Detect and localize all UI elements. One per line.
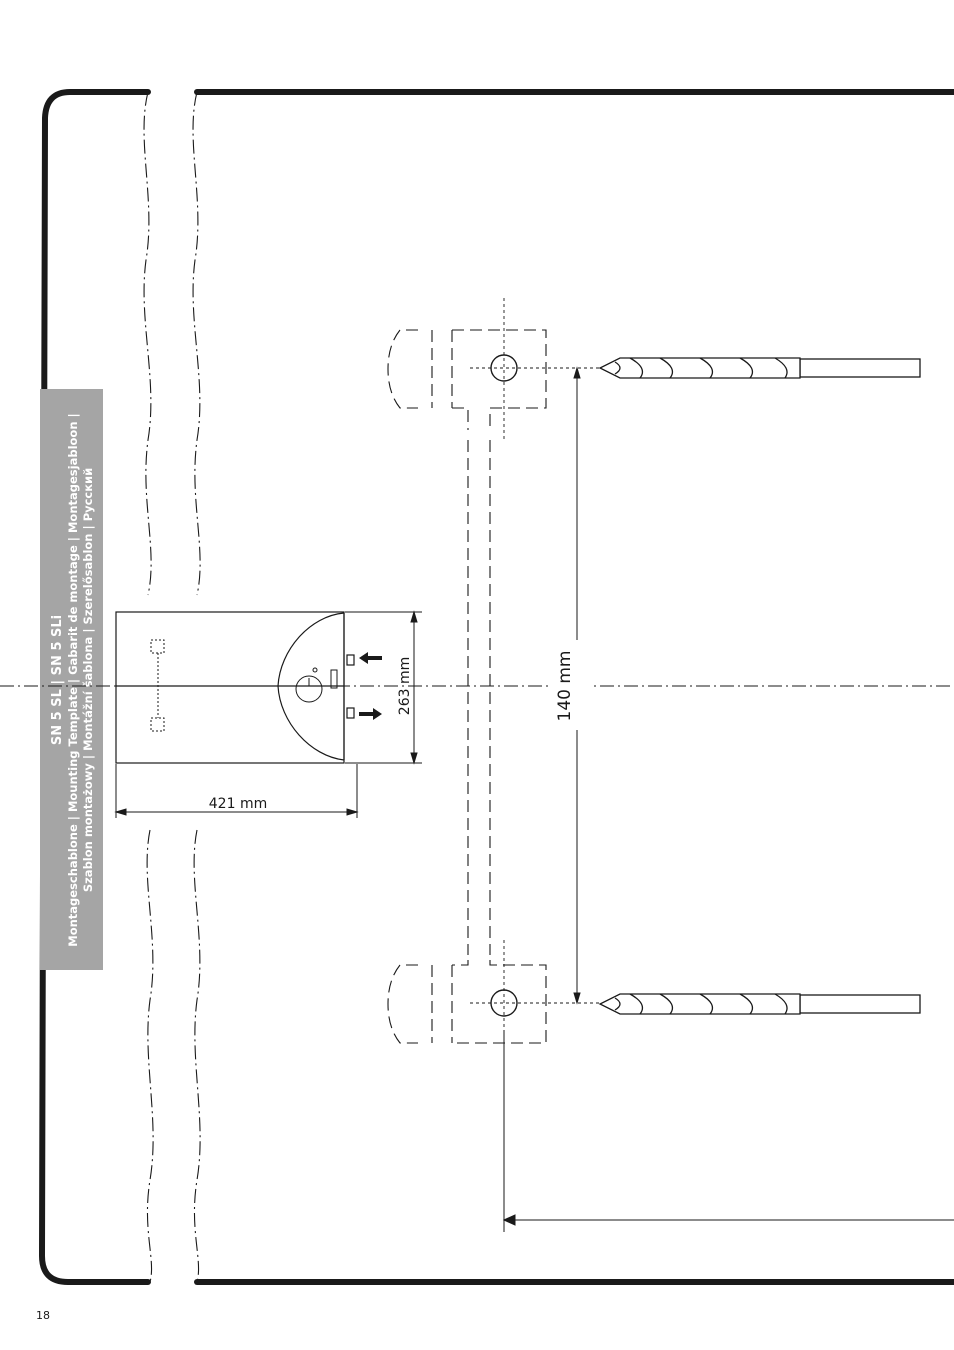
title-line-1: SN 5 SL | SN 5 SLi — [50, 615, 65, 745]
width-dimension-label: 421 mm — [209, 796, 267, 812]
title-line-2: Montageschablone | Mounting Template | G… — [66, 413, 80, 946]
hole-spacing-label-bg — [550, 640, 590, 730]
hole-spacing-label: 140 mm — [555, 651, 575, 722]
temperature-knob — [295, 667, 338, 703]
mounting-brackets — [150, 639, 165, 732]
title-text-group: SN 5 SL | SN 5 SLi Montageschablone | Mo… — [50, 413, 95, 946]
reference-leader — [502, 1030, 954, 1232]
upper-drill-bit-icon — [598, 357, 921, 379]
width-dimension — [114, 764, 359, 818]
lower-drill-bit-icon — [598, 993, 921, 1015]
connection-arrows — [359, 652, 382, 720]
page-number: 18 — [36, 1309, 50, 1322]
break-lines — [143, 91, 201, 1283]
title-panel — [40, 389, 103, 970]
height-dimension — [345, 610, 422, 765]
appliance-outline — [115, 611, 355, 764]
title-line-3: Szablon montażowy | Montážní šablona | S… — [81, 468, 95, 892]
height-dimension-label: 263 mm — [397, 657, 413, 715]
template-bracket — [387, 329, 547, 1044]
hole-center-marks — [470, 298, 600, 1030]
template-frame — [38, 89, 954, 1285]
